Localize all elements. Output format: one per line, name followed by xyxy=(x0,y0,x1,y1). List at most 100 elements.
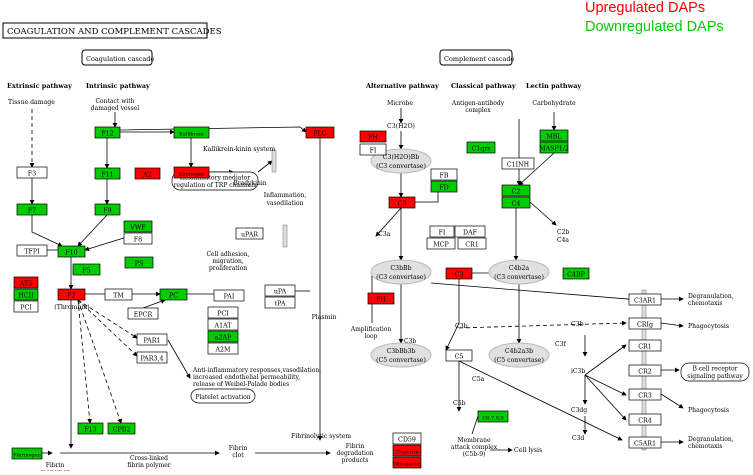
complement-section-box xyxy=(439,49,513,66)
gene-node-pai[interactable]: PAI xyxy=(213,289,245,302)
convertase-node xyxy=(488,342,550,368)
gene-node-cr1r[interactable]: CR1 xyxy=(628,339,662,352)
label-anti-inflam3: release of Weibel-Palade bodies xyxy=(193,381,289,388)
gene-node-label: CD59 xyxy=(398,436,416,443)
gene-node-a2ap[interactable]: a2AP xyxy=(207,330,239,343)
gene-node-a2m[interactable]: A2M xyxy=(207,342,239,355)
gene-node-par1[interactable]: PAR1 xyxy=(136,333,168,346)
gene-node-masp[interactable]: MASP1/2 xyxy=(539,141,569,154)
label-c3d: C3d xyxy=(572,435,584,442)
gene-node-pci_l[interactable]: PCI xyxy=(13,300,39,313)
convertase-sublabel: (C3 convertase) xyxy=(376,163,426,170)
gene-node-label: PAR1 xyxy=(144,337,161,344)
gene-node-upar[interactable]: uPAR xyxy=(235,227,264,240)
label-antigen1: Antigen-antibody xyxy=(451,100,505,107)
gene-node-label: CR4 xyxy=(638,417,652,424)
gene-node-a2[interactable]: A2 xyxy=(134,167,161,180)
gene-node-ps[interactable]: PS xyxy=(124,256,154,269)
gene-node-f12[interactable]: F12 xyxy=(94,126,121,139)
gene-node-epcr[interactable]: EPCR xyxy=(127,307,159,320)
gene-node-kng[interactable]: Kininogen xyxy=(173,166,210,179)
gene-node-c3[interactable]: C3 xyxy=(388,196,416,209)
label-contact1: Contact with xyxy=(95,98,134,105)
gene-node-fi_alt[interactable]: FI xyxy=(359,143,387,156)
gene-node-label: Kallikrein xyxy=(179,131,204,137)
gene-node-c6789[interactable]: C6,7,8,9 xyxy=(477,410,509,423)
gene-node-f2[interactable]: F2 xyxy=(57,288,86,301)
complement-section-label: Complement cascade xyxy=(444,55,515,63)
gene-node-c3_2[interactable]: C3 xyxy=(445,267,473,280)
gene-node-tm[interactable]: TM xyxy=(104,288,133,301)
pathway-edge xyxy=(471,415,479,435)
pathway-edge xyxy=(529,201,557,226)
gene-node-label: F5 xyxy=(82,267,90,274)
gene-node-f8[interactable]: F8 xyxy=(123,232,153,245)
gene-node-cr3[interactable]: CR3 xyxy=(628,388,662,401)
gene-node-c2[interactable]: C2 xyxy=(501,184,531,197)
gene-node-tfpi[interactable]: TFPI xyxy=(16,244,48,257)
gene-node-pc[interactable]: PC xyxy=(159,288,188,301)
gene-node-fh_alt[interactable]: FH xyxy=(359,130,387,143)
label-inflammation1: Inflammation, xyxy=(264,192,307,199)
gene-node-c3ar1[interactable]: C3AR1 xyxy=(628,293,662,306)
gene-node-fgb[interactable]: Fibrinogen xyxy=(11,447,43,460)
gene-node-fb[interactable]: FB xyxy=(430,168,458,181)
gene-node-cr2[interactable]: CR2 xyxy=(628,364,662,377)
gene-node-label: C3 xyxy=(455,271,464,278)
gene-node-c5ar1[interactable]: C5AR1 xyxy=(628,436,662,449)
gene-node-mbl[interactable]: MBL xyxy=(539,129,569,142)
gene-node-cr1[interactable]: CR1 xyxy=(457,237,487,250)
label-inflammation2: vasodilation xyxy=(266,200,304,207)
label-anti-inflam1: Anti-inflammatory responses,vasodilation… xyxy=(192,367,321,374)
rounded-label-text: regulation of TRP channels xyxy=(174,182,257,189)
gene-node-cpb2[interactable]: CPB2 xyxy=(107,422,136,435)
gene-node-at3[interactable]: AT3 xyxy=(13,276,39,289)
gene-node-cd59[interactable]: CD59 xyxy=(392,432,422,445)
coag-section-label: Coagulation cascade xyxy=(86,55,154,63)
gene-node-f10[interactable]: F10 xyxy=(57,245,86,258)
convertase-label: C3(H2O)Bb xyxy=(383,154,419,161)
gene-node-f5[interactable]: F5 xyxy=(72,263,101,276)
gene-node-fi2[interactable]: FI xyxy=(429,225,455,238)
gene-node-vwf[interactable]: VWF xyxy=(123,220,153,233)
gene-node-label: FH xyxy=(368,134,378,141)
gene-node-daf[interactable]: DAF xyxy=(454,225,486,238)
coag-section-box xyxy=(81,49,153,66)
gene-node-label: CR1 xyxy=(638,343,652,350)
gene-node-vitronectin[interactable]: Vitronectin xyxy=(392,456,422,469)
gene-node-mcp[interactable]: MCP xyxy=(426,237,456,250)
gene-node-par34[interactable]: PAR3,4 xyxy=(136,351,168,364)
gene-node-f9[interactable]: F9 xyxy=(94,203,121,216)
gene-node-c1qrs[interactable]: C1qrs xyxy=(466,141,496,154)
gene-node-label: F13 xyxy=(84,426,96,433)
gene-node-c4bp[interactable]: C4BP xyxy=(562,267,590,280)
gene-node-label: F9 xyxy=(103,207,111,214)
gene-node-plg[interactable]: PLG xyxy=(305,126,335,139)
gene-node-a1at[interactable]: A1AT xyxy=(207,318,239,331)
gene-node-fd[interactable]: FD xyxy=(430,180,458,193)
gene-node-c4[interactable]: C4 xyxy=(501,196,531,209)
gene-node-f3[interactable]: F3 xyxy=(16,166,48,179)
gene-node-tpa[interactable]: tPA xyxy=(264,296,296,309)
convertase-sublabel: (C3 convertase) xyxy=(494,274,544,281)
label-c2b: C2b xyxy=(557,229,569,236)
gene-node-klkb1[interactable]: Kallikrein xyxy=(173,126,210,139)
gene-node-label: Clusterin xyxy=(395,449,419,455)
gene-node-c5[interactable]: C5 xyxy=(445,349,473,362)
gene-node-cr1g[interactable]: CRIg xyxy=(628,317,662,330)
label-phagocytosis1: Phagocytosis xyxy=(688,323,729,330)
gene-node-c1inh[interactable]: C1INH xyxy=(501,157,535,170)
convertase-label: C3bBb xyxy=(390,265,411,272)
gene-node-pci_m[interactable]: PCI xyxy=(207,306,239,319)
gene-node-f11[interactable]: F11 xyxy=(94,167,121,180)
gene-node-upa[interactable]: uPA xyxy=(264,284,296,297)
gene-node-cr4[interactable]: CR4 xyxy=(628,413,662,426)
rounded-label-text: Platelet activation xyxy=(195,394,250,401)
gene-node-clusterin[interactable]: Clusterin xyxy=(392,444,422,457)
gene-node-hcii[interactable]: HCII xyxy=(13,288,39,301)
gene-node-fh2[interactable]: FH xyxy=(367,292,395,305)
gene-node-f7[interactable]: F7 xyxy=(16,203,48,216)
gene-node-f13[interactable]: F13 xyxy=(77,422,104,435)
gene-node-label: C2 xyxy=(512,188,521,195)
